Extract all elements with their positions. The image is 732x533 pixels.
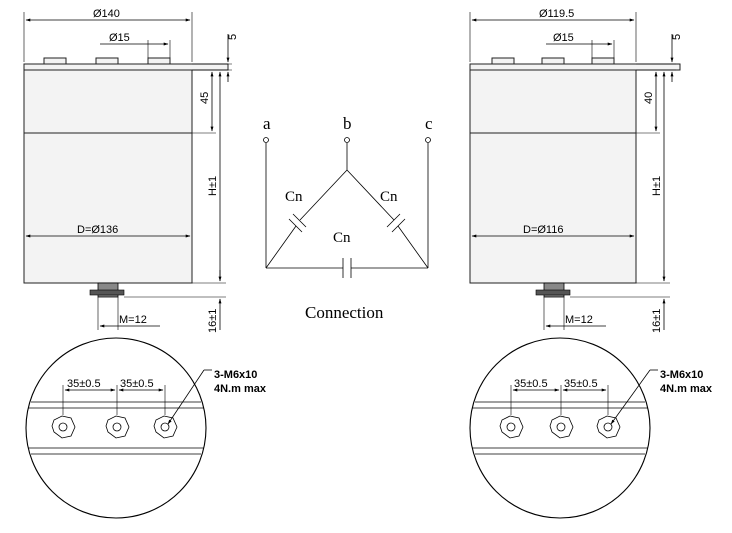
right-top-tab-2 xyxy=(541,57,565,65)
node-b-terminal xyxy=(344,137,350,143)
left-base-circle xyxy=(25,337,207,519)
right-body-diameter-label: D=Ø116 xyxy=(523,224,563,236)
right-pitch-1-label: 35±0.5 xyxy=(514,378,548,390)
node-c-label: c xyxy=(425,114,433,133)
left-capacitor-plate-2 xyxy=(288,218,303,233)
left-thread-label: M=12 xyxy=(119,314,147,326)
left-capacitor-plate-1 xyxy=(292,213,307,228)
right-terminal-2 xyxy=(549,415,574,439)
right-base-circle xyxy=(469,337,651,519)
right-top-thickness-label: 5 xyxy=(671,34,683,40)
right-stud-nut xyxy=(535,289,571,296)
left-top-tab-2 xyxy=(95,57,119,65)
left-top-tab-3 xyxy=(147,57,171,65)
right-terminal-spec-1: 3-M6x10 xyxy=(660,369,703,381)
right-height-label: H±1 xyxy=(651,176,663,196)
right-terminal-spec-2: 4N.m max xyxy=(660,383,713,395)
cap-left-label: Cn xyxy=(285,189,303,205)
node-b-label: b xyxy=(343,114,352,133)
right-terminal-3 xyxy=(596,415,621,439)
left-terminal-3 xyxy=(153,415,178,439)
left-lid xyxy=(23,69,193,134)
right-thread-label: M=12 xyxy=(565,314,593,326)
left-top-tab-1 xyxy=(43,57,67,65)
cap-right-label: Cn xyxy=(380,189,398,205)
right-bottom-view: 35±0.5 35±0.5 3-M6x10 4N.m max xyxy=(469,337,713,519)
right-top-plate xyxy=(469,63,681,71)
right-terminal-diameter-label: Ø15 xyxy=(553,32,574,44)
connection-caption: Connection xyxy=(305,303,384,322)
node-a-label: a xyxy=(263,114,271,133)
right-capacitor-plate-1 xyxy=(386,213,401,228)
left-body-diameter-label: D=Ø136 xyxy=(77,224,118,236)
left-stud-nut xyxy=(89,289,125,296)
left-bottom-view: 35±0.5 35±0.5 3-M6x10 4N.m max xyxy=(25,337,267,519)
node-a-terminal xyxy=(263,137,269,143)
connection-diagram: a b c Cn Cn Cn Connection xyxy=(263,114,433,322)
left-terminal-spec-1: 3-M6x10 xyxy=(214,369,257,381)
left-side-view: Ø140 Ø15 5 45 H±1 D=Ø136 16±1 M=12 xyxy=(23,8,239,333)
left-terminal-spec-2: 4N.m max xyxy=(214,383,267,395)
left-pitch-1-label: 35±0.5 xyxy=(67,378,101,390)
right-side-view: Ø119.5 Ø15 5 40 H±1 D=Ø116 16±1 M=12 xyxy=(469,8,683,333)
right-top-tab-3 xyxy=(591,57,615,65)
cap-bottom-label: Cn xyxy=(333,230,351,246)
right-top-tab-1 xyxy=(491,57,515,65)
left-pitch-2-label: 35±0.5 xyxy=(120,378,154,390)
left-top-thickness-label: 5 xyxy=(227,34,239,40)
left-height-label: H±1 xyxy=(207,176,219,196)
left-can-body xyxy=(23,132,193,284)
node-c-terminal xyxy=(425,137,431,143)
left-lid-height-label: 45 xyxy=(199,92,211,104)
left-terminal-1 xyxy=(51,415,76,439)
right-pitch-2-label: 35±0.5 xyxy=(564,378,598,390)
right-can-body xyxy=(469,132,637,284)
right-lid-height-label: 40 xyxy=(643,92,655,104)
left-terminal-diameter-label: Ø15 xyxy=(109,32,130,44)
right-terminal-1 xyxy=(499,415,524,439)
right-capacitor-plate-2 xyxy=(391,218,406,233)
left-top-diameter-label: Ø140 xyxy=(93,8,120,20)
right-stud-height-label: 16±1 xyxy=(651,309,663,333)
left-terminal-2 xyxy=(105,415,130,439)
left-top-plate xyxy=(23,63,229,71)
right-top-diameter-label: Ø119.5 xyxy=(539,8,574,20)
left-stud-height-label: 16±1 xyxy=(207,309,219,333)
right-lid xyxy=(469,69,637,134)
